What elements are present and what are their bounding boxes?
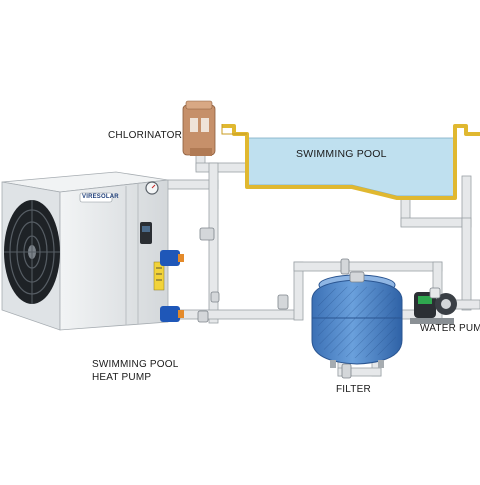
pipe-segment [293,261,443,272]
swimming-pool-label: SWIMMING POOL [296,148,387,160]
pump-strainer [429,287,441,299]
heat-pump-brand-text: VIRESOLAR [82,194,119,200]
pipe-segment [454,299,480,310]
pipe-segment [337,367,382,377]
fan-grille-icon [4,200,60,304]
valve [341,363,352,379]
chlorinator [182,100,216,156]
valve [199,227,215,241]
pool-deck-left [221,124,247,135]
filter-leg [378,360,384,368]
chlorinator-window [190,118,198,132]
chlorinator-window [201,118,209,132]
valve [277,294,289,310]
heat-pump-side [59,179,169,331]
water-pump [410,287,457,324]
filter-label: FILTER [336,384,371,395]
pipe-segment [461,217,472,311]
chlorinator-cap [185,100,213,110]
chlorinator-label: CHLORINATOR [108,130,183,141]
warning-label [153,261,165,291]
heat-pump [1,171,184,331]
heat-pump-label-line1: SWIMMING POOL [92,359,179,370]
swimming-pool [221,124,480,200]
pump-base [410,318,454,324]
brand-plate [79,192,113,203]
water-outlet-connector [160,306,184,322]
pipe-network [165,149,480,377]
filter-tank-hatch [318,286,396,358]
valve [197,310,209,323]
vent-lines [125,184,139,325]
chlorinator-body [182,104,216,156]
pool-rim-right [453,124,480,136]
sand-filter [311,271,403,368]
valve [340,258,350,275]
filter-leg [330,360,336,368]
valve [210,291,220,303]
filter-valve-head [349,271,365,283]
control-display [142,226,150,232]
pipe-segment [208,162,219,324]
water-pump-label: WATER PUMP [420,323,480,334]
pipe-segment [195,162,251,173]
chlorinator-base [190,148,212,156]
pipe-valves [197,227,352,379]
pool-rim-left [222,124,457,200]
heat-pump-label-line2: HEAT PUMP [92,372,152,383]
pipe-segment [400,217,472,228]
pump-motor-cap [418,296,432,304]
control-panel [140,222,152,244]
water-inlet-connector [160,250,184,266]
